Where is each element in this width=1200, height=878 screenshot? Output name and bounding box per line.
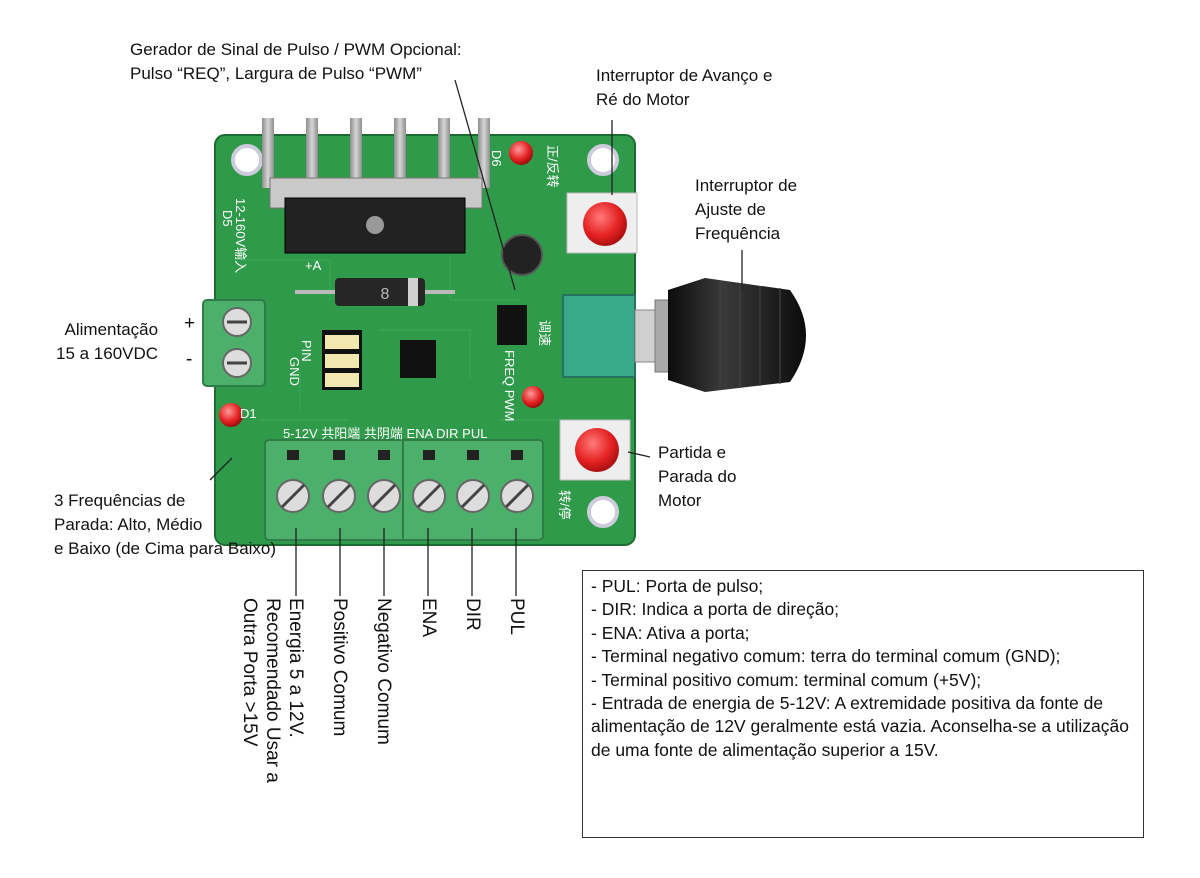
note-pul: - PUL: Porta de pulso; (591, 576, 764, 596)
silk-d6: D6 (489, 150, 504, 167)
frequency-potentiometer (562, 278, 806, 392)
led-d5 (522, 386, 544, 408)
mount-hole (231, 144, 263, 176)
silk-start-stop: 转/停 (557, 490, 572, 520)
pwm-jumper (497, 305, 527, 345)
terminal-label-common-negative: Negativo Comum (373, 598, 394, 745)
terminal-label-ena: ENA (418, 598, 439, 638)
stop-frequency-jumper (322, 330, 362, 390)
silk-input-range: 12-160V输入 (233, 198, 248, 273)
led-d1-power (219, 403, 243, 427)
terminal-label-dir: DIR (462, 598, 483, 631)
polarity-minus: - (186, 349, 193, 370)
start-stop-button (559, 419, 631, 481)
silk-pwm-freq: FREQ PWM (502, 350, 517, 422)
callout-power-supply: Alimentação 15 a 160VDC (56, 320, 159, 363)
callout-start-stop: Partida e Parada do Motor (658, 443, 737, 510)
silk-plus-a: +A (305, 258, 322, 273)
silk-fwd-rev: 正/反转 (545, 145, 560, 188)
terminal-notes-box: - PUL: Porta de pulso; - DIR: Indica a p… (582, 570, 1144, 838)
terminal-screws (276, 479, 534, 513)
diode-marking: 8 (381, 286, 390, 303)
silk-d1: D1 (240, 406, 257, 421)
heatsink (262, 118, 490, 254)
fwd-rev-button (566, 192, 638, 254)
note-ena: - ENA: Ativa a porta; (591, 622, 750, 643)
note-common-negative: - Terminal negativo comum: terra do term… (591, 646, 1061, 667)
leader-lines (209, 79, 743, 596)
silk-power: POWER (202, 450, 217, 499)
terminal-label-pul: PUL (506, 598, 527, 635)
silk-d5: D5 (220, 210, 235, 227)
silk-gnd: GND (287, 357, 302, 386)
silk-speed: 调速 (537, 320, 552, 346)
callout-fwd-rev-switch: Interruptor de Avanço e Ré do Motor (596, 66, 773, 109)
capacitor (501, 234, 543, 276)
note-dir: - DIR: Indica a porta de direção; (591, 599, 840, 620)
signal-terminal-block (264, 439, 544, 541)
ic-chip (400, 340, 436, 378)
silk-pin: PIN (299, 340, 314, 362)
callout-frequency-adjust: Interruptor de Ajuste de Frequência (695, 176, 798, 243)
power-terminal-block (202, 299, 266, 387)
diode: 8 (295, 278, 455, 306)
polarity-plus: + (184, 313, 196, 334)
note-common-positive: - Terminal positivo comum: terminal comu… (591, 669, 982, 690)
terminal-label-common-positive: Positivo Comum (329, 598, 350, 737)
callout-pulse-generator: Gerador de Sinal de Pulso / PWM Opcional… (130, 40, 462, 83)
note-power-input: - Entrada de energia de 5-12V: A extremi… (591, 693, 1129, 760)
callout-stop-frequencies: 3 Frequências de Parada: Alto, Médio e B… (54, 491, 277, 558)
knob (668, 278, 806, 392)
silk-terminal-row: 5-12V 共阳端 共阴端 ENA DIR PUL (283, 426, 487, 441)
led-d6 (509, 141, 533, 165)
mount-hole (587, 496, 619, 528)
terminal-label-power-5-12v: Energia 5 a 12V. Recomendado Usar a Outr… (239, 598, 306, 783)
mount-hole (587, 144, 619, 176)
